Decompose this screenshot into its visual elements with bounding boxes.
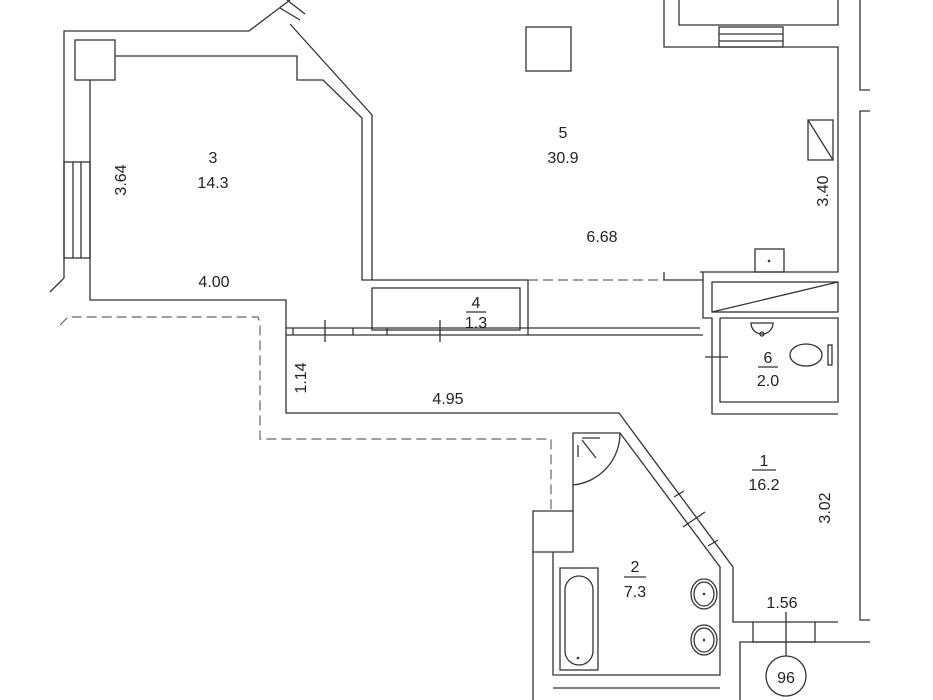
- washbasin-icon: [750, 322, 774, 335]
- room-3-number: 3: [209, 150, 218, 167]
- dim-room5-height: 3.40: [815, 175, 832, 206]
- room-4-area: 1.3: [465, 315, 487, 332]
- dim-room1-height: 3.02: [817, 492, 834, 523]
- room-6-number: 6: [764, 350, 773, 367]
- sink-icon: [690, 578, 718, 656]
- shower-box: [711, 281, 839, 313]
- room-3-area: 14.3: [197, 175, 228, 192]
- unit-number-circle: [765, 655, 807, 697]
- dim-room3-width: 4.00: [198, 274, 229, 291]
- bathtub-icon: [559, 567, 599, 671]
- column: [74, 39, 116, 81]
- unit-number: 96: [777, 670, 795, 687]
- dim-room3-height: 3.64: [113, 164, 130, 195]
- dim-room5-width: 6.68: [586, 229, 617, 246]
- window: [63, 161, 91, 259]
- dim-corridor-width: 4.95: [432, 391, 463, 408]
- sink-box: [754, 248, 785, 273]
- window: [718, 26, 784, 48]
- dim-corridor-height: 1.14: [293, 362, 310, 393]
- walls: [49, 0, 870, 700]
- dim-entrance-width: 1.56: [766, 595, 797, 612]
- door-arc: [572, 432, 621, 486]
- room-1-area: 16.2: [748, 477, 779, 494]
- room-4-number: 4: [472, 295, 481, 312]
- room-4-closet: [371, 287, 521, 331]
- toilet-icon: [789, 343, 823, 367]
- room-2-area: 7.3: [624, 584, 646, 601]
- room-6-area: 2.0: [757, 373, 779, 390]
- ventilation-shaft: [525, 26, 572, 72]
- room-1-number: 1: [760, 453, 769, 470]
- balcony-door: [279, 0, 306, 21]
- radiator: [807, 119, 834, 161]
- labels: 3 14.3 5 30.9 4 1.3 6 2.0 1 16.2 2 7.3 3…: [113, 125, 834, 687]
- room-5-number: 5: [559, 125, 568, 142]
- room-2-number: 2: [631, 559, 640, 576]
- room-5-area: 30.9: [547, 150, 578, 167]
